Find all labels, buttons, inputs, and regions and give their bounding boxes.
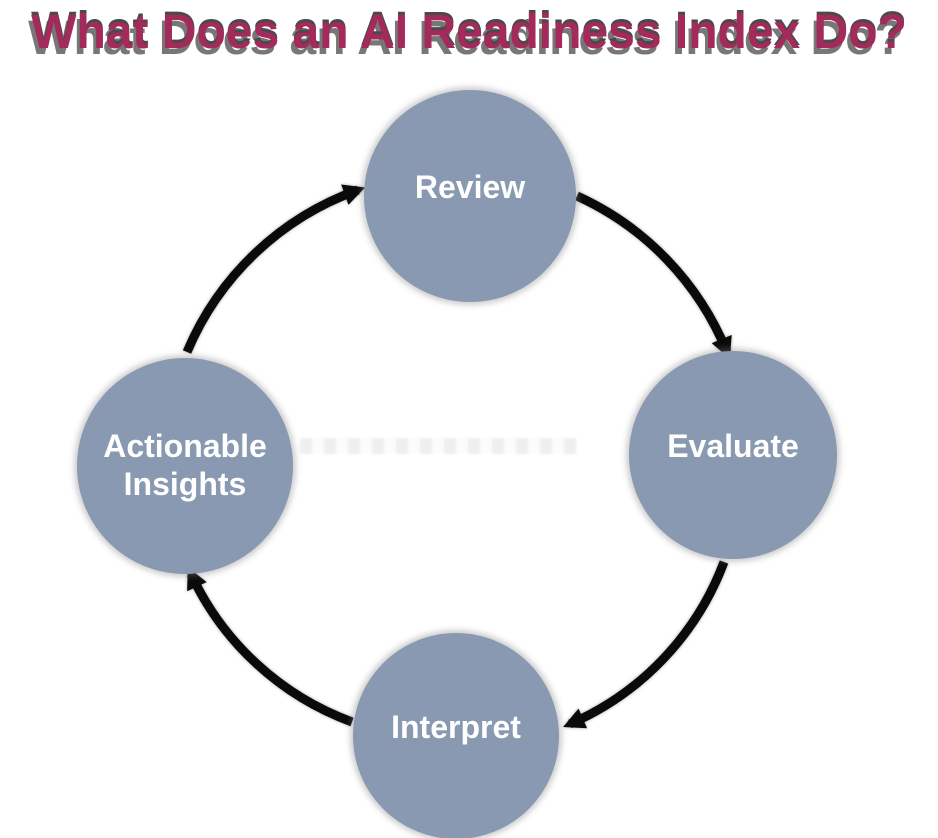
node-label-evaluate: Evaluate	[667, 428, 799, 465]
node-label-review: Review	[414, 169, 526, 206]
arrow-review-to-evaluate	[575, 191, 732, 360]
cycle-node-actionable-insights: Actionable Insights	[77, 358, 293, 574]
cycle-node-interpret: Interpret	[353, 633, 559, 838]
page-title: What Does an AI Readiness Index Do?	[31, 6, 907, 59]
cycle-node-review: Review	[364, 90, 576, 302]
node-label-actionable-insights: Actionable Insights	[103, 428, 267, 502]
arrow-interpret-to-actionable-insights	[186, 567, 354, 727]
cycle-node-evaluate: Evaluate	[629, 351, 837, 559]
arrow-actionable-insights-to-review	[182, 184, 366, 354]
arrow-evaluate-to-interpret	[563, 560, 729, 729]
node-label-interpret: Interpret	[391, 709, 521, 746]
